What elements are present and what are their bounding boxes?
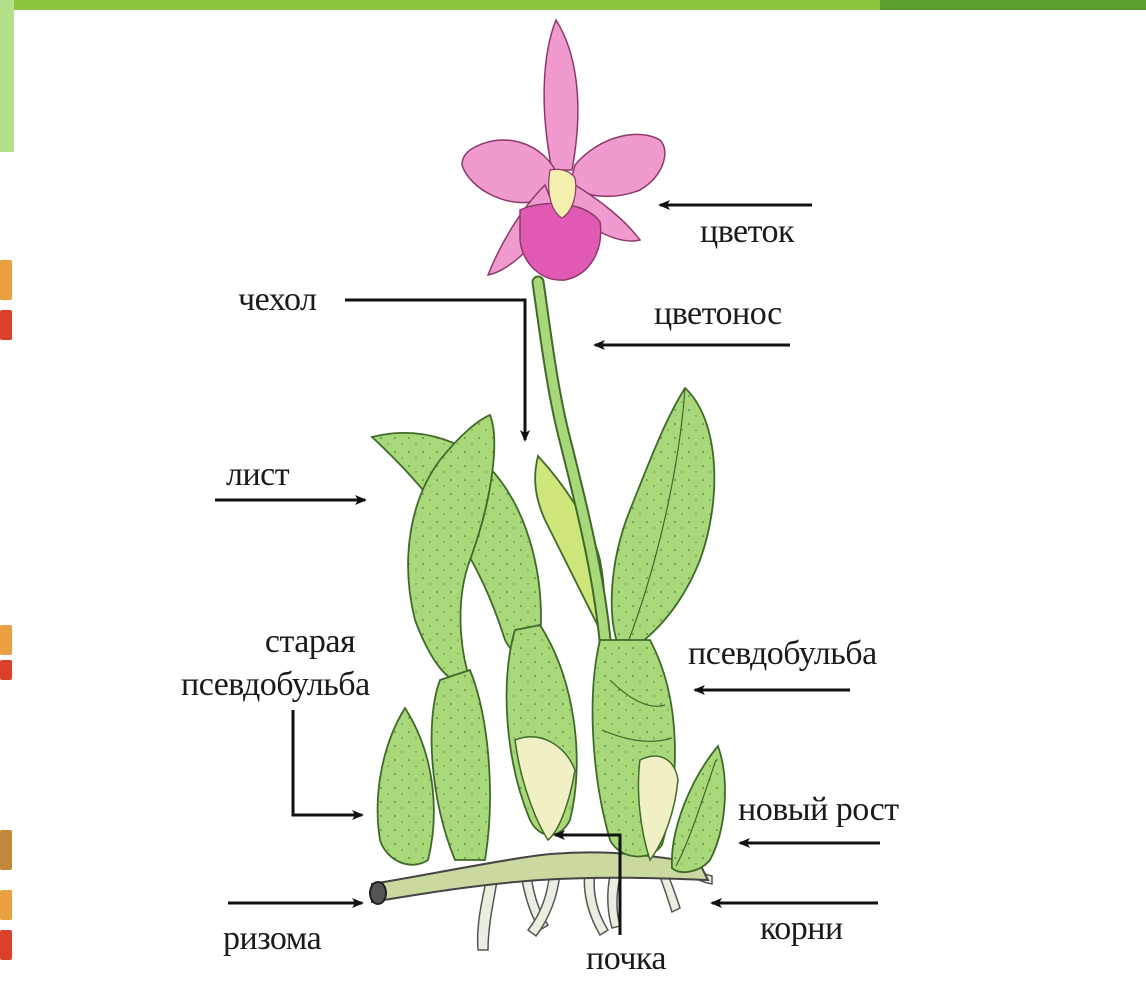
- label-flower: цветок: [700, 215, 794, 249]
- label-rhizome: ризома: [223, 922, 321, 956]
- right-petal: [570, 134, 665, 196]
- label-old-pseudobulb-line1: старая: [240, 625, 380, 659]
- dorsal-sepal: [544, 20, 578, 170]
- label-bud: почка: [586, 942, 666, 976]
- sheath-leader: [345, 300, 525, 440]
- label-leaf: лист: [226, 458, 289, 492]
- label-peduncle: цветонос: [654, 297, 782, 331]
- rhizome-tip: [370, 882, 386, 904]
- label-old-pseudobulb-line2: псевдобульба: [181, 668, 370, 702]
- label-roots: корни: [760, 912, 843, 946]
- old-pseudobulb-leader: [293, 710, 362, 815]
- flower: [462, 20, 665, 280]
- label-sheath: чехол: [238, 283, 316, 317]
- label-new-growth: новый рост: [738, 793, 899, 827]
- label-pseudobulb: псевдобульба: [688, 637, 877, 671]
